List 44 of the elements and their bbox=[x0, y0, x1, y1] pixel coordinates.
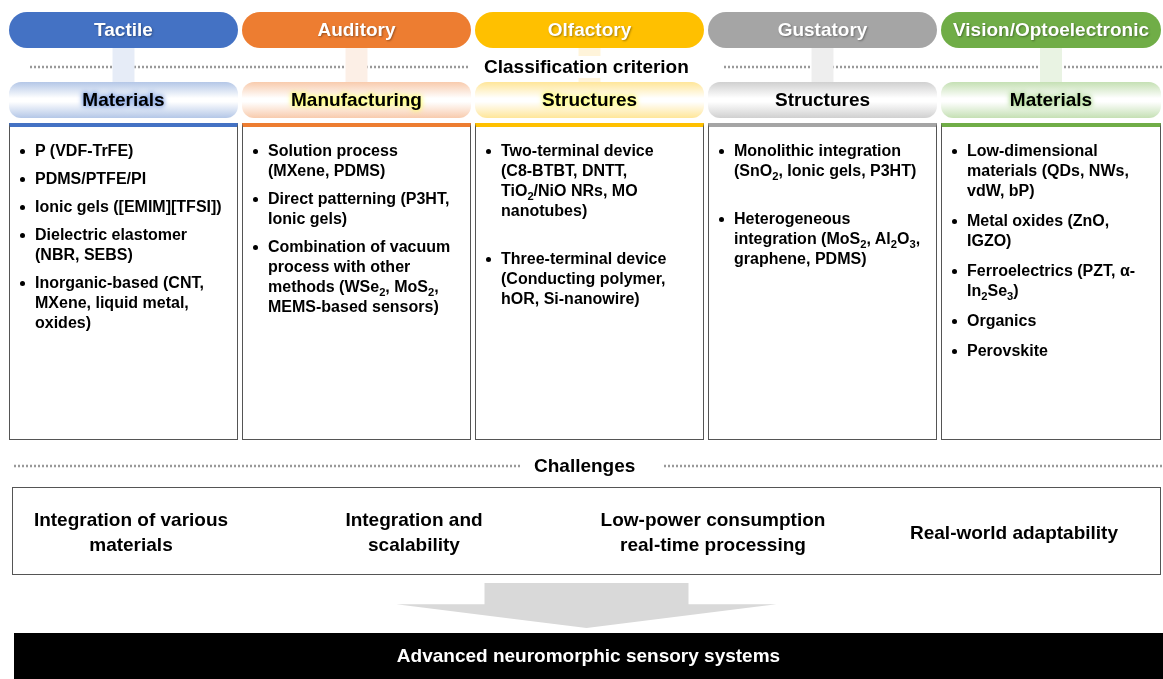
sense-category-pill: Auditory bbox=[242, 12, 471, 48]
bullet-item: Metal oxides (ZnO, IGZO) bbox=[950, 211, 1152, 251]
bullet-item: P (VDF-TrFE) bbox=[18, 141, 223, 161]
bullet-item: Two-terminal device (C8-BTBT, DNTT, TiO$_{2}$/NiO NRs, MO nanotubes) bbox=[484, 141, 689, 221]
bullet-item: Monolithic integration (SnO$_{2}$, Ionic gels, P3HT) bbox=[717, 141, 922, 181]
criterion-band: Materials bbox=[9, 82, 238, 118]
connector-bar bbox=[345, 48, 368, 82]
result-bar: Advanced neuromorphic sensory systems bbox=[14, 633, 1163, 679]
connector-bar bbox=[112, 48, 135, 82]
criterion-band: Materials bbox=[941, 82, 1161, 118]
sense-category-pill: Olfactory bbox=[475, 12, 704, 48]
criterion-band: Manufacturing bbox=[242, 82, 471, 118]
content-panel bbox=[708, 123, 937, 440]
bullet-item: Inorganic-based (CNT, MXene, liquid metal, oxides) bbox=[18, 273, 223, 333]
content-panel bbox=[9, 123, 238, 440]
bullet-item: Low-dimensional materials (QDs, NWs, vdW, bP) bbox=[950, 141, 1152, 201]
bullet-item: Three-terminal device (Conducting polymer, hOR, Si-nanowire) bbox=[484, 249, 689, 309]
challenge-text: Integration of various materials bbox=[32, 508, 230, 557]
criterion-band: Structures bbox=[708, 82, 937, 118]
connector-bar bbox=[578, 48, 601, 82]
challenge-text: Integration and scalability bbox=[344, 508, 484, 557]
criterion-band: Structures bbox=[475, 82, 704, 118]
connector-bar bbox=[1040, 48, 1062, 82]
bullet-item: Combination of vacuum process with other methods (WSe$_{2}$, MoS$_{2}$, MEMS-based sensors) bbox=[251, 237, 456, 317]
sense-category-pill: Gustatory bbox=[708, 12, 937, 48]
bullet-item: Ionic gels ([EMIM][TFSI]) bbox=[18, 197, 223, 217]
sense-category-pill: Tactile bbox=[9, 12, 238, 48]
content-panel bbox=[475, 123, 704, 440]
challenge-text: Low-power consumption real-time processing bbox=[599, 508, 827, 557]
bullet-item: Perovskite bbox=[950, 341, 1152, 361]
content-panel bbox=[242, 123, 471, 440]
sense-category-pill: Vision/Optoelectronic bbox=[941, 12, 1161, 48]
challenge-text: Real-world adaptability bbox=[909, 520, 1119, 545]
challenges-panel bbox=[12, 487, 1161, 575]
block-arrow bbox=[396, 583, 777, 628]
bullet-item: Dielectric elastomer (NBR, SEBS) bbox=[18, 225, 223, 265]
connector-bar bbox=[811, 48, 834, 82]
bullet-item: PDMS/PTFE/PI bbox=[18, 169, 223, 189]
bullet-item: Direct patterning (P3HT, Ionic gels) bbox=[251, 189, 456, 229]
bullet-item: Solution process (MXene, PDMS) bbox=[251, 141, 456, 181]
bullet-item: Ferroelectrics (PZT, α-In$_{2}$Se$_{3}$) bbox=[950, 261, 1152, 301]
bullet-item: Heterogeneous integration (MoS$_{2}$, Al$_{2}$O$_{3}$, graphene, PDMS) bbox=[717, 209, 922, 269]
content-panel bbox=[941, 123, 1161, 440]
bullet-item: Organics bbox=[950, 311, 1152, 331]
